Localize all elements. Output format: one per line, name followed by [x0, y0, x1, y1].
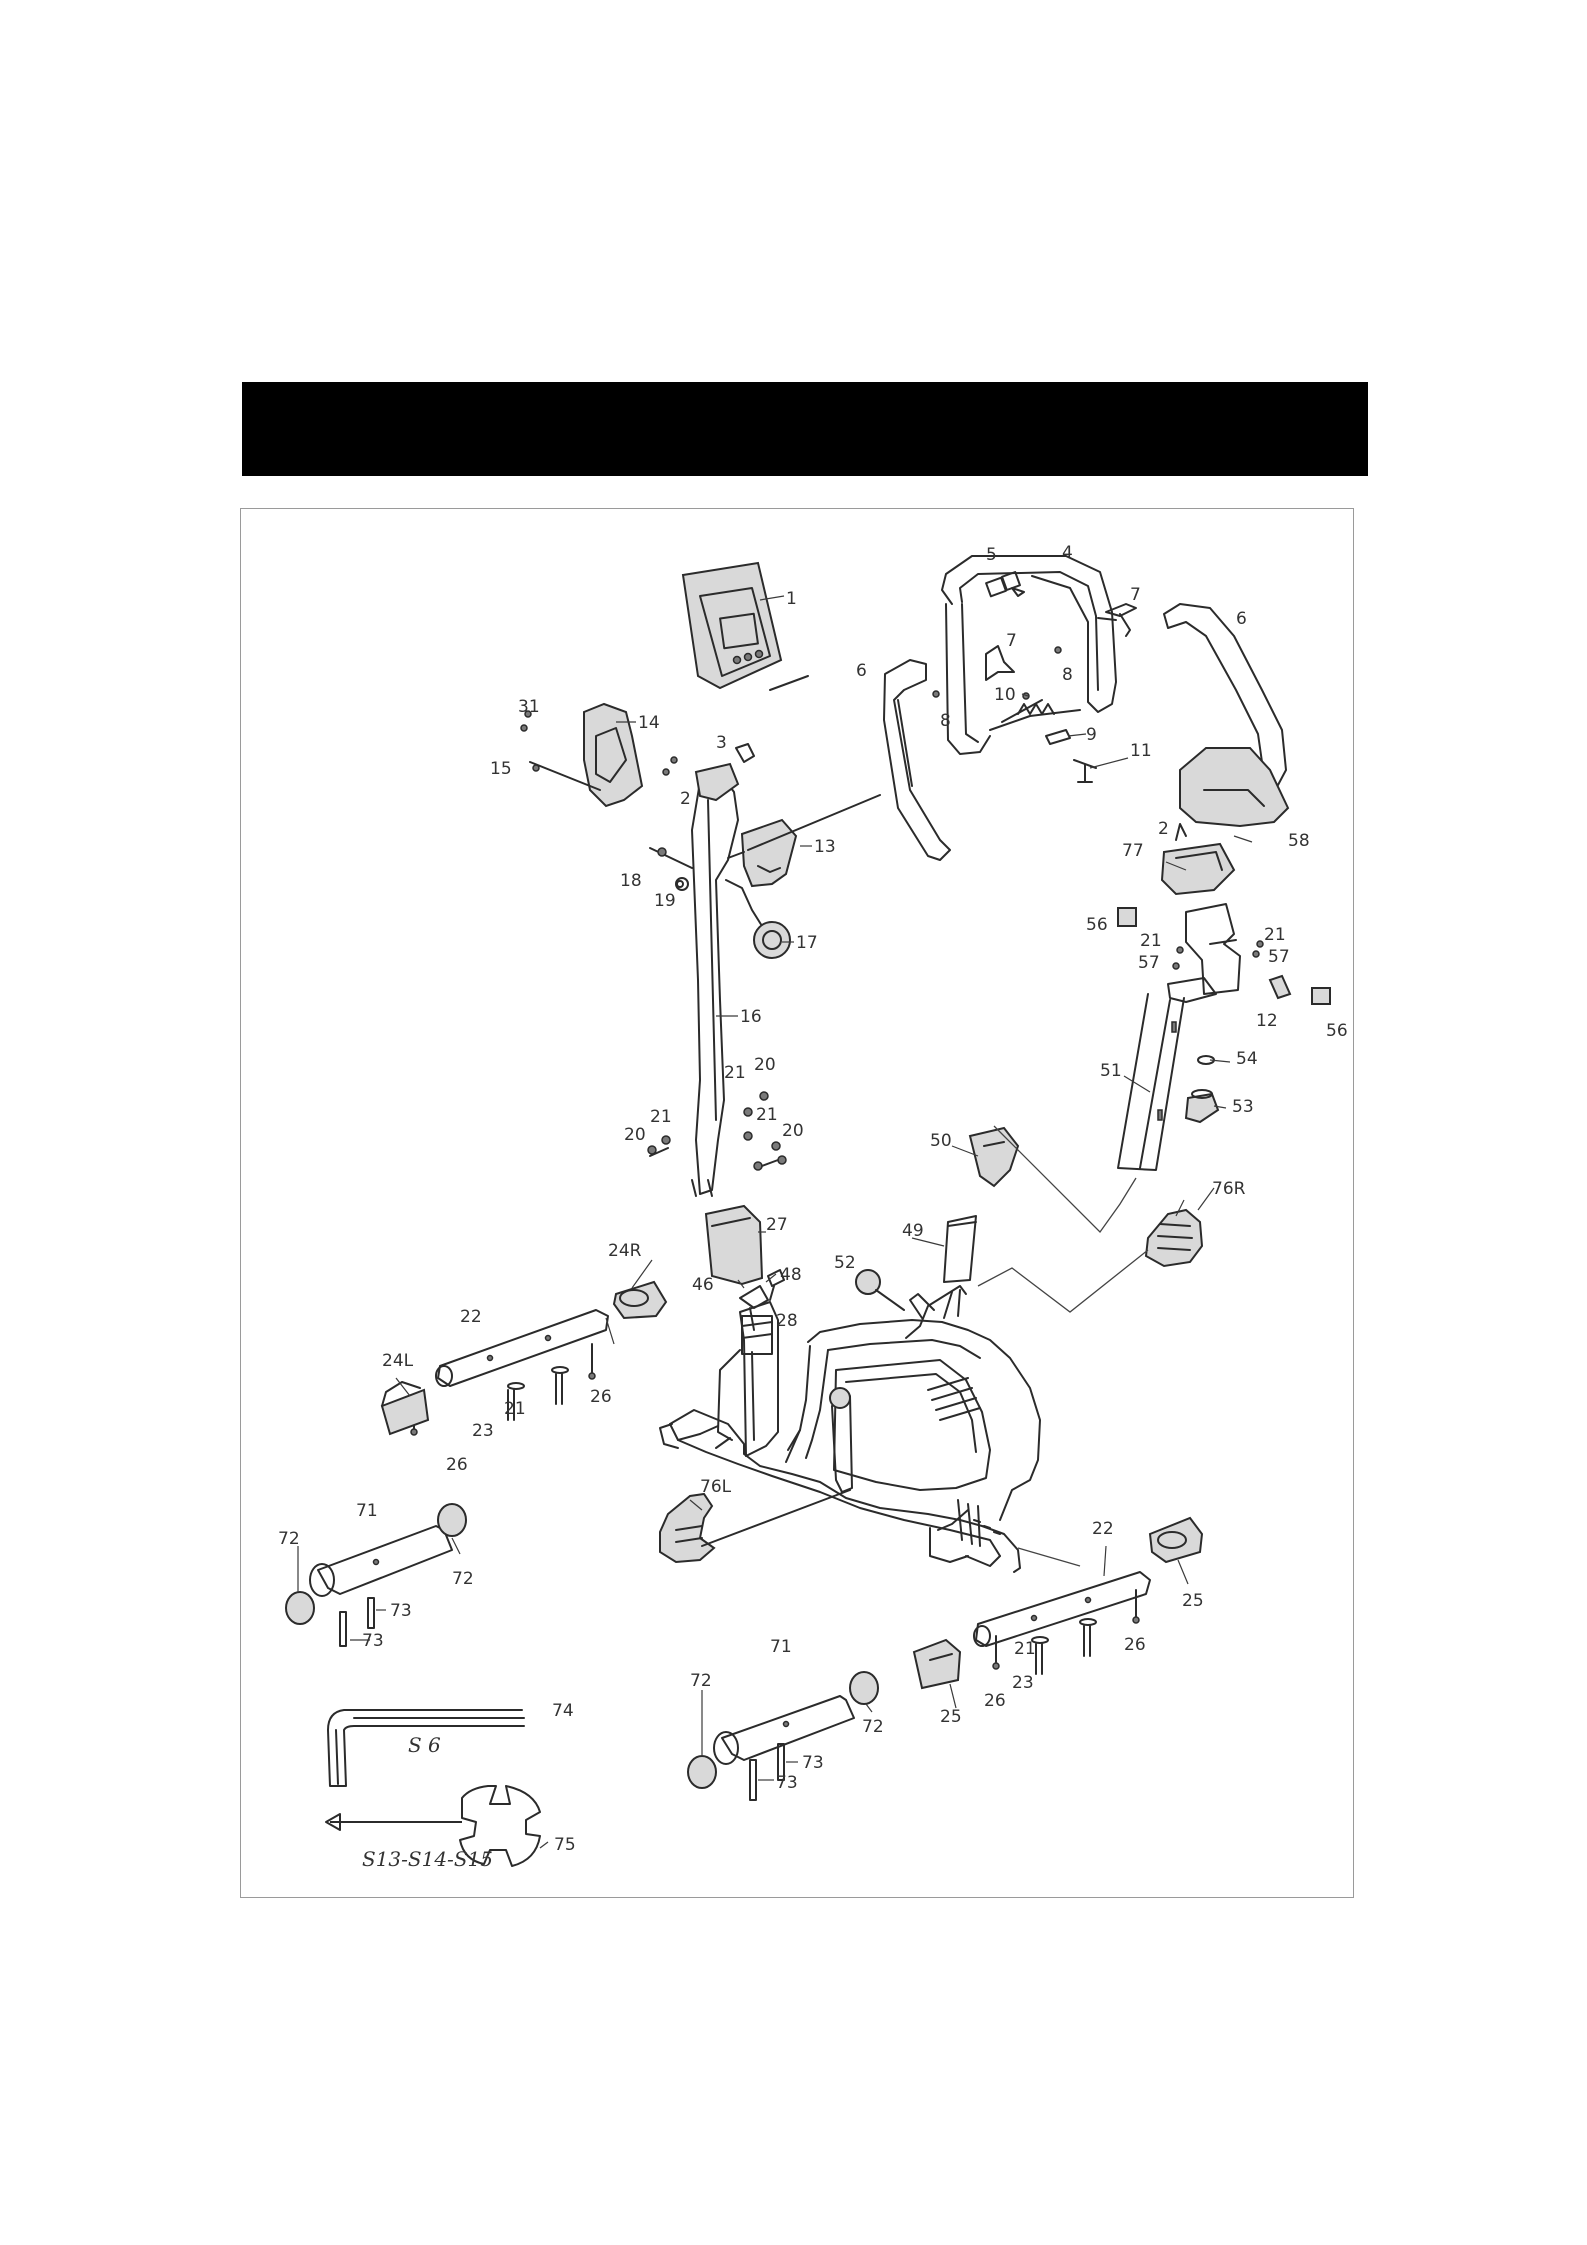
label-part-12: 12 — [1256, 1011, 1278, 1031]
label-part-22: 22 — [460, 1307, 482, 1327]
left-grip-part — [884, 660, 950, 860]
label-part-52: 52 — [834, 1253, 856, 1273]
label-part-21: 21 — [504, 1399, 526, 1419]
label-part-21: 21 — [1264, 925, 1286, 945]
label-part-23: 23 — [472, 1421, 494, 1441]
label-part-6: 6 — [1236, 609, 1247, 629]
label-part-27: 27 — [766, 1215, 788, 1235]
label-part-7: 7 — [1130, 585, 1141, 605]
label-part-26: 26 — [590, 1387, 612, 1407]
label-part-17: 17 — [796, 933, 818, 953]
label-part-25: 25 — [1182, 1591, 1204, 1611]
label-part-26: 26 — [984, 1691, 1006, 1711]
label-part-48: 48 — [780, 1265, 802, 1285]
seat-post-lower — [856, 1126, 1136, 1310]
label-part-21: 21 — [1140, 931, 1162, 951]
label-part-18: 18 — [620, 871, 642, 891]
label-part-31: 31 — [518, 697, 540, 717]
label-part-72: 72 — [862, 1717, 884, 1737]
label-part-76R: 76R — [1212, 1179, 1246, 1199]
wheel-tube-left — [286, 1504, 466, 1646]
label-part-57: 57 — [1268, 947, 1290, 967]
label-part-24R: 24R — [608, 1241, 642, 1261]
label-part-21: 21 — [1014, 1639, 1036, 1659]
column-screws — [521, 711, 786, 1170]
label-part-5: 5 — [986, 545, 997, 565]
label-part-72: 72 — [690, 1671, 712, 1691]
wrench-size-label: S13-S14-S15 — [362, 1847, 493, 1871]
label-part-50: 50 — [930, 1131, 952, 1151]
label-part-2: 2 — [1158, 819, 1169, 839]
label-part-2: 2 — [680, 789, 691, 809]
label-part-22: 22 — [1092, 1519, 1114, 1539]
label-part-15: 15 — [490, 759, 512, 779]
label-part-53: 53 — [1232, 1097, 1254, 1117]
pedal-left — [660, 1490, 850, 1562]
label-part-21: 21 — [724, 1063, 746, 1083]
label-part-73: 73 — [362, 1631, 384, 1651]
label-part-71: 71 — [770, 1637, 792, 1657]
label-part-19: 19 — [654, 891, 676, 911]
part-labels: 1 2 2 3 4 5 6 6 7 7 8 8 9 10 11 12 13 14… — [278, 543, 1348, 1871]
label-part-6: 6 — [856, 661, 867, 681]
label-part-77: 77 — [1122, 841, 1144, 861]
label-part-76L: 76L — [700, 1477, 732, 1497]
label-part-20: 20 — [754, 1055, 776, 1075]
label-part-11: 11 — [1130, 741, 1152, 761]
label-part-21: 21 — [756, 1105, 778, 1125]
label-part-14: 14 — [638, 713, 660, 733]
label-part-25: 25 — [940, 1707, 962, 1727]
label-part-28: 28 — [776, 1311, 798, 1331]
label-part-3: 3 — [716, 733, 727, 753]
label-part-46: 46 — [692, 1275, 714, 1295]
label-part-51: 51 — [1100, 1061, 1122, 1081]
label-part-58: 58 — [1288, 831, 1310, 851]
label-part-73: 73 — [776, 1773, 798, 1793]
label-part-72: 72 — [278, 1529, 300, 1549]
label-part-56: 56 — [1086, 915, 1108, 935]
label-part-21: 21 — [650, 1107, 672, 1127]
label-part-20: 20 — [624, 1125, 646, 1145]
label-part-24L: 24L — [382, 1351, 414, 1371]
label-part-13: 13 — [814, 837, 836, 857]
label-part-4: 4 — [1062, 543, 1073, 563]
upper-column-part — [584, 704, 880, 1196]
label-part-8: 8 — [940, 711, 951, 731]
label-part-8: 8 — [1062, 665, 1073, 685]
label-part-23: 23 — [1012, 1673, 1034, 1693]
label-part-20: 20 — [782, 1121, 804, 1141]
pedal-right — [978, 1210, 1202, 1312]
label-part-49: 49 — [902, 1221, 924, 1241]
label-part-7: 7 — [1006, 631, 1017, 651]
label-part-72: 72 — [452, 1569, 474, 1589]
label-part-73: 73 — [802, 1753, 824, 1773]
hex-key-size-label: S 6 — [408, 1733, 441, 1757]
label-part-54: 54 — [1236, 1049, 1258, 1069]
label-part-10: 10 — [994, 685, 1016, 705]
console-part — [683, 563, 808, 690]
label-part-75: 75 — [554, 1835, 576, 1855]
label-part-16: 16 — [740, 1007, 762, 1027]
label-part-74: 74 — [552, 1701, 574, 1721]
label-part-26: 26 — [446, 1455, 468, 1475]
label-part-1: 1 — [786, 589, 797, 609]
label-part-57: 57 — [1138, 953, 1160, 973]
label-part-71: 71 — [356, 1501, 378, 1521]
label-part-9: 9 — [1086, 725, 1097, 745]
label-part-26: 26 — [1124, 1635, 1146, 1655]
front-stabilizer — [914, 1518, 1202, 1688]
label-part-56: 56 — [1326, 1021, 1348, 1041]
label-part-73: 73 — [390, 1601, 412, 1621]
main-frame-body — [660, 1286, 1040, 1572]
